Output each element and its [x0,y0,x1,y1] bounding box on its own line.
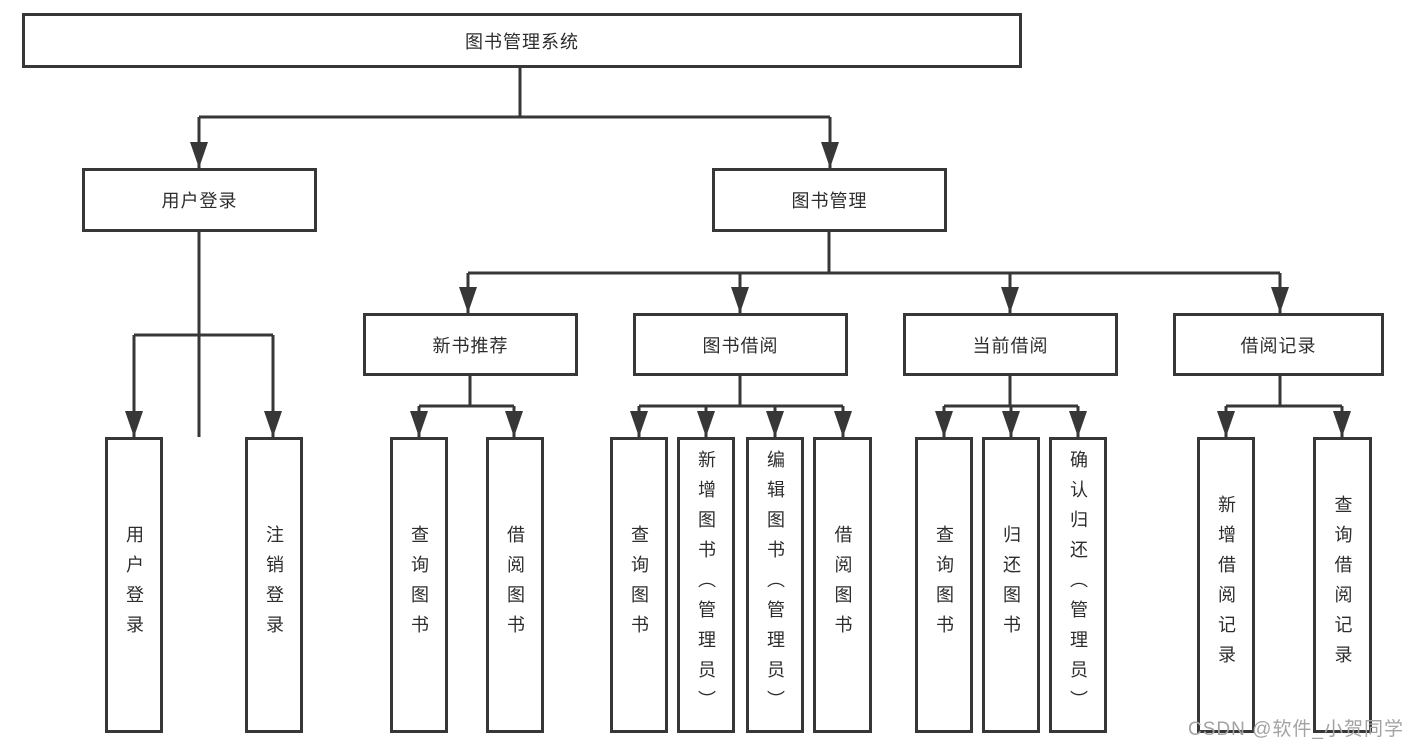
leaf-label: 新增借阅记录 [1216,495,1236,675]
leaf-label: 归还图书 [1001,525,1021,645]
leaf-logout: 注销登录 [245,437,303,733]
connector-borrow-children [637,376,845,437]
connector-newbook-children [417,376,516,437]
leaf-query-borrow-record: 查询借阅记录 [1313,437,1372,733]
node-label: 借阅记录 [1240,335,1317,356]
node-book-management: 图书管理 [712,168,947,232]
leaf-label: 查询图书 [409,525,429,645]
node-current-borrow: 当前借阅 [903,313,1118,376]
leaf-label: 用户登录 [124,525,144,645]
node-user-login: 用户登录 [82,168,317,232]
leaf-label: 借阅图书 [505,525,525,645]
leaf-label: 查询图书 [629,525,649,645]
node-new-book-recommend: 新书推荐 [363,313,578,376]
node-label: 用户登录 [161,191,238,211]
leaf-query-book-2: 查询图书 [610,437,668,733]
leaf-label: 编辑图书（管理员） [765,450,785,720]
node-label: 图书借阅 [702,335,779,356]
leaf-label: 查询借阅记录 [1332,495,1353,675]
leaf-label: 借阅图书 [832,525,853,645]
leaf-return-book: 归还图书 [982,437,1040,733]
leaf-borrow-book-2: 借阅图书 [813,437,872,733]
leaf-edit-book-admin: 编辑图书（管理员） [746,437,804,733]
node-label: 当前借阅 [972,335,1049,356]
connector-userlogin-children [132,232,275,437]
leaf-query-book-3: 查询图书 [915,437,973,733]
leaf-label: 注销登录 [264,525,284,645]
leaf-add-borrow-record: 新增借阅记录 [1197,437,1255,733]
node-book-borrow: 图书借阅 [633,313,848,376]
leaf-borrow-book-1: 借阅图书 [486,437,544,733]
leaf-label: 查询图书 [934,525,954,645]
connector-root-to-level2 [197,68,832,437]
connector-bookmgmt-children [466,232,1282,313]
leaf-confirm-return-admin: 确认归还（管理员） [1049,437,1107,733]
arrowheads [125,142,1351,437]
node-root-system: 图书管理系统 [22,13,1022,68]
node-label: 新书推荐 [432,335,509,356]
leaf-label: 确认归还（管理员） [1068,450,1088,720]
leaf-add-book-admin: 新增图书（管理员） [677,437,735,733]
connector-record-children [1224,376,1344,437]
node-label: 图书管理 [791,191,868,211]
node-borrow-record: 借阅记录 [1173,313,1384,376]
leaf-label: 新增图书（管理员） [696,450,716,720]
leaf-query-book-1: 查询图书 [390,437,448,733]
leaf-user-login: 用户登录 [105,437,163,733]
node-root-label: 图书管理系统 [465,31,579,52]
watermark: CSDN @软件_小贺同学 [1188,719,1404,740]
